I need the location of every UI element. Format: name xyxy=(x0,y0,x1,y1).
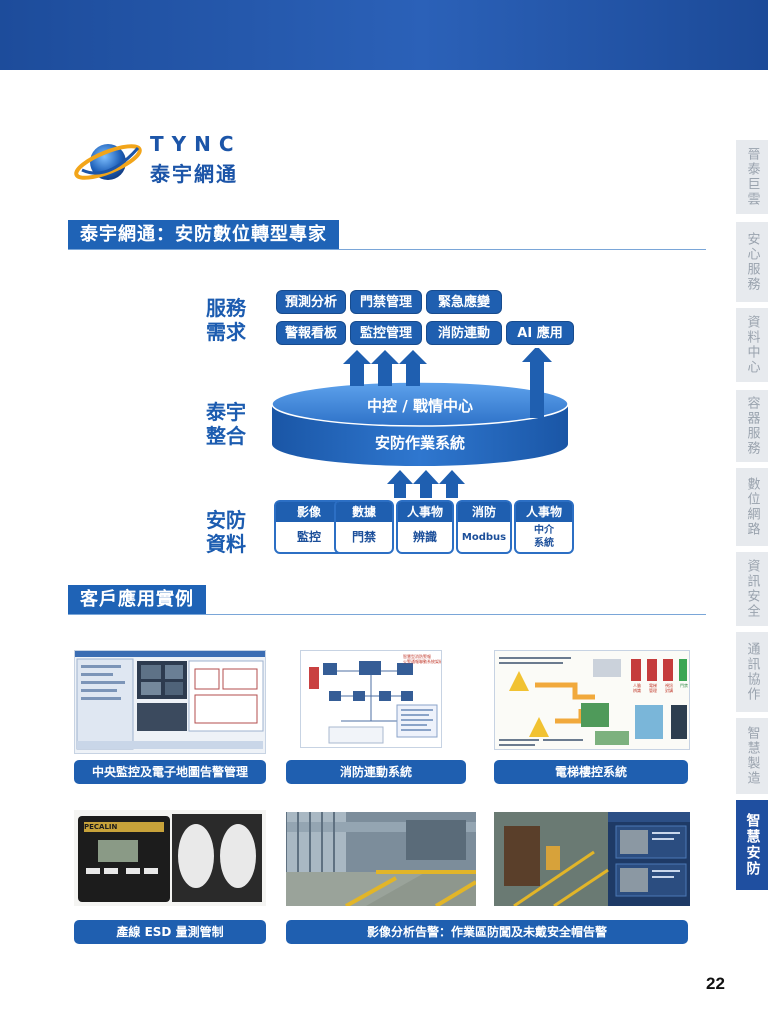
side-tab-label: 安心服務 xyxy=(744,232,760,292)
side-tab-label: 智慧製造 xyxy=(744,726,760,786)
data-box-top: 人事物 xyxy=(516,502,572,522)
fire-diagram-heading: 智慧型消防警報 火警通報聯動系統架構 xyxy=(403,654,442,664)
elevator-legend-item: 人臉 辨識 xyxy=(633,683,641,693)
side-tab-digital-network[interactable]: 數位網路 xyxy=(736,468,768,546)
case-image-video-analytics-2 xyxy=(494,812,690,906)
side-tab-peace-service[interactable]: 安心服務 xyxy=(736,222,768,302)
side-tab-label: 資訊安全 xyxy=(744,559,760,619)
tync-logo: TYNC 泰宇網通 xyxy=(72,130,252,190)
elevator-legend-item: 視訊 對講 xyxy=(665,683,673,693)
up-arrows-data xyxy=(387,470,465,498)
integration-diagram-graphic xyxy=(271,348,569,498)
label-data-line: 資料 xyxy=(206,532,246,556)
side-tab-label: 晉泰巨雲 xyxy=(744,147,760,207)
data-box-fire: 消防 Modbus xyxy=(456,500,512,554)
case-caption-elevator-control: 電梯樓控系統 xyxy=(494,760,688,784)
pill-fire-linkage: 消防連動 xyxy=(426,321,502,345)
case-caption-fire-linkage: 消防連動系統 xyxy=(286,760,466,784)
case-caption-central-monitoring: 中央監控及電子地圖告警管理 xyxy=(74,760,266,784)
side-tab-label: 智慧安防 xyxy=(744,813,761,877)
side-tab-data-center[interactable]: 資料中心 xyxy=(736,308,768,382)
up-arrow-icon xyxy=(371,350,399,386)
data-box-recognition: 人事物 辨識 xyxy=(396,500,454,554)
esd-brand-label: PECALIN xyxy=(84,823,118,831)
up-arrow-icon xyxy=(387,470,413,498)
side-tab-smart-security[interactable]: 智慧安防 xyxy=(736,800,768,890)
side-tab-communication[interactable]: 通訊協作 xyxy=(736,632,768,712)
side-tab-container-service[interactable]: 容器服務 xyxy=(736,390,768,462)
case-image-central-monitoring xyxy=(74,650,266,754)
side-tab-label: 數位網路 xyxy=(744,477,760,537)
logo-english: TYNC xyxy=(150,132,242,156)
label-integration-line: 整合 xyxy=(206,424,246,448)
label-service: 服務 需求 xyxy=(196,296,256,344)
up-arrow-icon xyxy=(399,350,427,386)
data-box-bottom: 辨識 xyxy=(412,529,437,544)
side-tab-smart-manufacturing[interactable]: 智慧製造 xyxy=(736,718,768,794)
page-number: 22 xyxy=(706,974,725,993)
pill-emergency-response: 緊急應變 xyxy=(426,290,502,314)
side-tab-label: 資料中心 xyxy=(744,315,760,375)
pill-access-management: 門禁管理 xyxy=(350,290,422,314)
data-box-middleware: 人事物 中介 系統 xyxy=(514,500,574,554)
label-data: 安防 資料 xyxy=(196,508,256,556)
elevator-legend-item: 電梯 管理 xyxy=(649,683,657,693)
case-caption-video-analytics: 影像分析告警：作業區防闖及未戴安全帽告警 xyxy=(286,920,688,944)
label-integration-line: 泰宇 xyxy=(206,400,246,424)
data-box-bottom: 中介 系統 xyxy=(534,525,554,549)
case-image-video-analytics-1 xyxy=(286,812,476,906)
case-image-elevator-control: 人臉 辨識 電梯 管理 視訊 對講 門禁 xyxy=(494,650,690,750)
label-integration: 泰宇 整合 xyxy=(196,400,256,448)
elevator-legend-item: 門禁 xyxy=(680,683,688,688)
logo-chinese: 泰宇網通 xyxy=(150,162,238,186)
pill-monitoring-management: 監控管理 xyxy=(350,321,422,345)
cylinder-top-label: 中控 / 戰情中心 xyxy=(367,397,473,415)
up-arrow-ai-icon xyxy=(522,348,552,418)
case-image-esd: PECALIN xyxy=(74,810,266,906)
data-box-bottom: 監控 xyxy=(296,529,321,544)
data-box-top: 人事物 xyxy=(398,502,452,522)
data-box-top: 影像 xyxy=(276,502,342,522)
up-arrows-service xyxy=(343,350,427,386)
label-service-line: 服務 xyxy=(206,296,246,320)
data-box-top: 消防 xyxy=(458,502,510,522)
section-divider xyxy=(68,249,706,250)
data-box-video: 影像 監控 xyxy=(274,500,344,554)
data-box-data: 數據 門禁 xyxy=(334,500,394,554)
data-box-bottom: 門禁 xyxy=(351,529,376,544)
side-tab-jintai-cloud[interactable]: 晉泰巨雲 xyxy=(736,140,768,214)
side-tab-label: 通訊協作 xyxy=(744,642,760,702)
side-tab-label: 容器服務 xyxy=(744,396,760,456)
cylinder-body-label: 安防作業系統 xyxy=(374,434,465,452)
globe-logo-icon xyxy=(74,144,142,180)
section-title-cases: 客戶應用實例 xyxy=(68,585,206,615)
case-image-fire-linkage: 智慧型消防警報 火警通報聯動系統架構 xyxy=(300,650,442,748)
label-data-line: 安防 xyxy=(206,508,246,532)
case-caption-esd: 產線 ESD 量測管制 xyxy=(74,920,266,944)
up-arrow-icon xyxy=(413,470,439,498)
up-arrow-icon xyxy=(439,470,465,498)
up-arrow-icon xyxy=(343,350,371,386)
data-box-top: 數據 xyxy=(336,502,392,522)
elevator-legend: 人臉 辨識 電梯 管理 視訊 對講 門禁 xyxy=(629,683,689,693)
section-divider xyxy=(68,614,706,615)
pill-alarm-board: 警報看板 xyxy=(276,321,346,345)
label-service-line: 需求 xyxy=(206,320,246,344)
side-tab-info-security[interactable]: 資訊安全 xyxy=(736,552,768,626)
data-box-bottom: Modbus xyxy=(461,531,507,543)
section-title-expert: 泰宇網通：安防數位轉型專家 xyxy=(68,220,339,250)
pill-ai-application: AI 應用 xyxy=(506,321,574,345)
pill-predictive-analysis: 預測分析 xyxy=(276,290,346,314)
top-banner xyxy=(0,0,768,70)
